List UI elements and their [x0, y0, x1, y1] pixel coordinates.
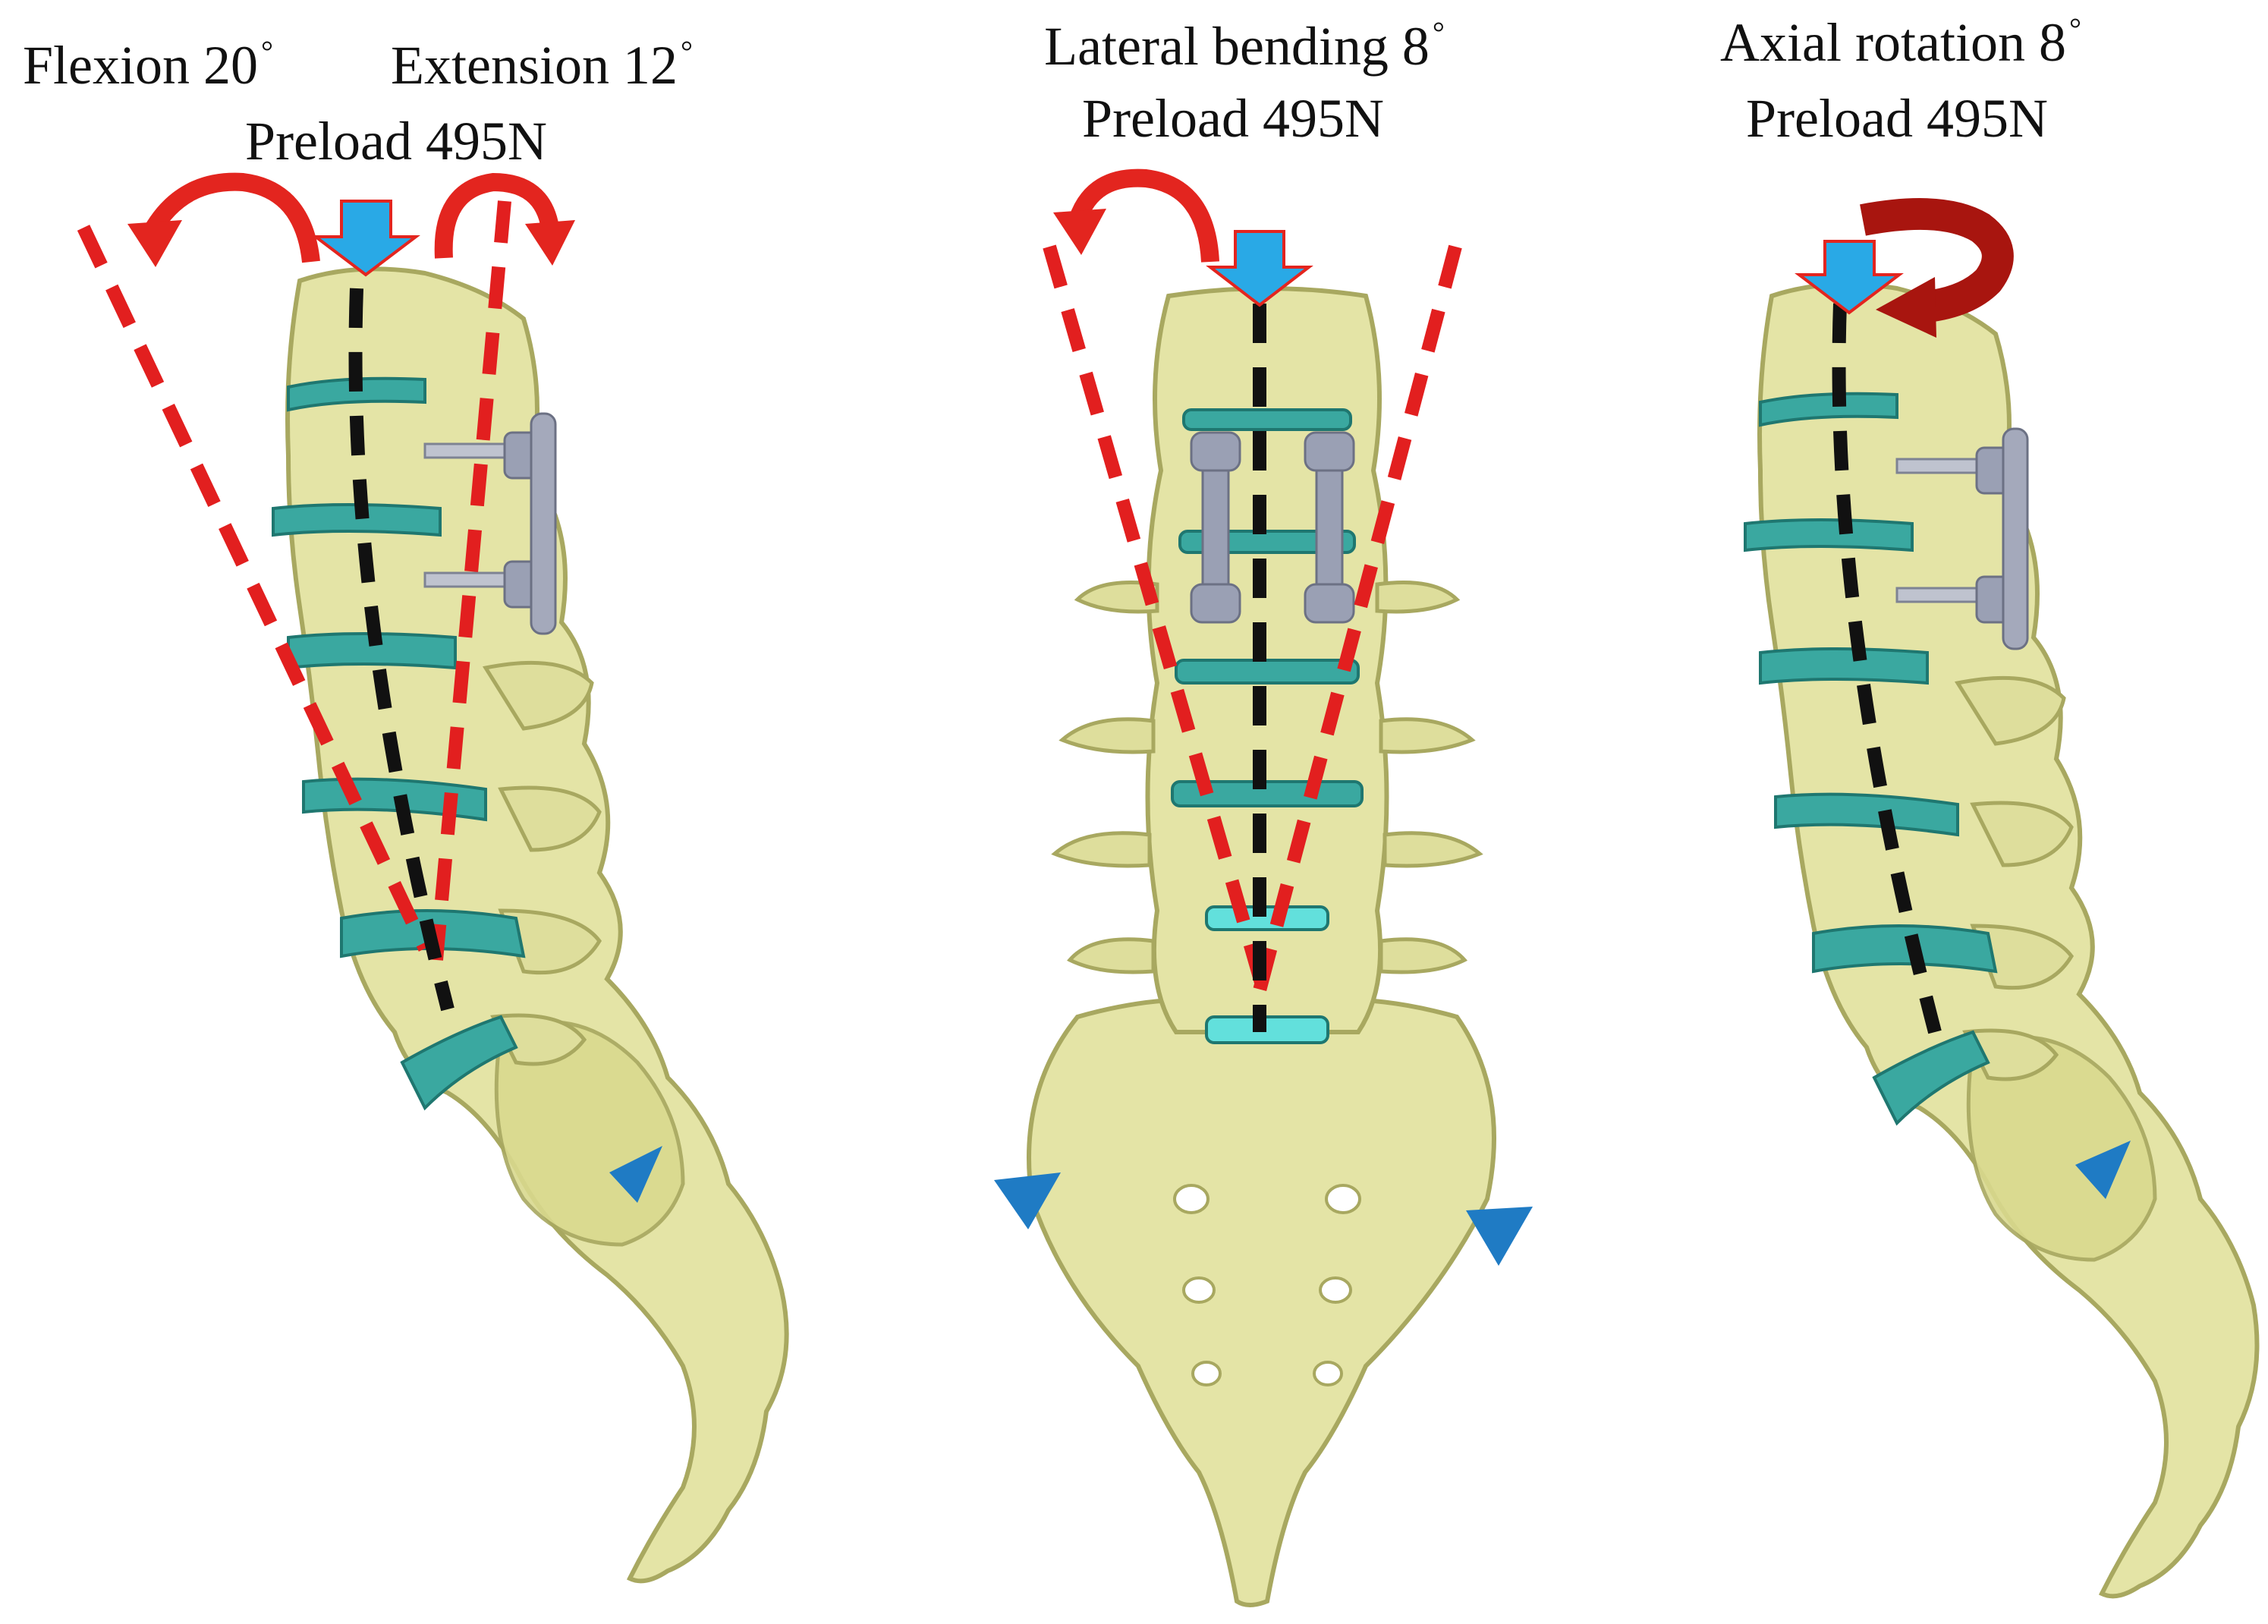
implant-screws-rod [423, 412, 557, 635]
preload-label-panel3: Preload 495N [1746, 88, 2048, 149]
flexion-label-text: Flexion 20 [23, 35, 259, 96]
flexion-arrow-icon [127, 172, 320, 267]
sacrum-coronal [1027, 997, 1496, 1607]
fixation-triangle-icon [994, 1172, 1061, 1229]
spinous-processes [482, 660, 602, 1066]
lateral-bending-label-text: Lateral bending 8 [1044, 16, 1430, 77]
axial-rotation-label-text: Axial rotation 8 [1720, 12, 2066, 73]
preload-arrow-icon [1206, 230, 1313, 307]
degree-symbol: ° [680, 34, 693, 68]
implant-screws-rod [1895, 427, 2029, 650]
bending-arrow-icon [1053, 168, 1219, 263]
neutral-axis-dashed [348, 288, 455, 1012]
flexion-axis-dashed [77, 225, 432, 952]
spinous-processes [1954, 675, 2075, 1081]
extension-label: Extension 12° [391, 35, 693, 96]
preload-arrow-icon [1795, 240, 1904, 315]
rotation-arrow-icon [1860, 198, 2014, 338]
fixation-triangle-icon [1466, 1207, 1533, 1266]
flexion-label: Flexion 20° [23, 35, 273, 96]
preload-label-panel2: Preload 495N [1082, 88, 1384, 149]
neutral-axis-dashed [1832, 303, 1942, 1034]
panel-lateral-bending [994, 168, 1533, 1607]
fixation-triangle-icon [2075, 1141, 2131, 1199]
preload-arrow-icon [311, 200, 420, 277]
lateral-bending-label: Lateral bending 8° [1044, 16, 1445, 77]
fixation-triangle-icon [609, 1146, 662, 1203]
extension-arrow-icon [434, 172, 575, 266]
axial-rotation-label: Axial rotation 8° [1720, 12, 2081, 73]
transverse-processes [1051, 581, 1483, 974]
discs-sagittal-rotation [1744, 392, 1998, 1126]
panel-axial-rotation [1744, 198, 2260, 1599]
panel-flexion-extension [77, 172, 789, 1584]
sacrum-sagittal-rotation [1966, 1035, 2157, 1262]
implant-rods-coronal [1190, 431, 1355, 624]
extension-label-text: Extension 12 [391, 35, 678, 96]
sacral-foramina [1173, 1184, 1361, 1386]
degree-symbol: ° [1432, 15, 1445, 49]
degree-symbol: ° [2068, 11, 2081, 46]
extension-axis-dashed [429, 200, 511, 961]
preload-label-panel1: Preload 495N [245, 111, 547, 172]
degree-symbol: ° [261, 34, 274, 68]
